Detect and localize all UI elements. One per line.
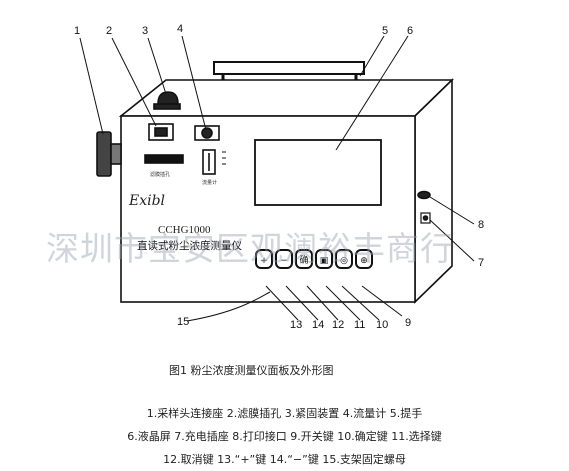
plus-key — [255, 249, 273, 269]
callout-10: 10 — [376, 319, 388, 331]
legend-line-2: 6.液晶屏 7.充电插座 8.打印接口 9.开关键 10.确定键 11.选择键 — [127, 430, 442, 443]
instrument-name: 直读式粉尘浓度测量仪 — [137, 239, 242, 252]
filter-slot-label: 滤膜插孔 — [150, 171, 170, 178]
callout-14: 14 — [312, 319, 324, 331]
instrument-body — [118, 78, 454, 304]
leader-lines — [79, 35, 475, 322]
keypad: + − 确 ▣ ◎ ⊕ — [255, 249, 373, 269]
figure-title: 图1 粉尘浓度测量仪面板及外形图 — [169, 364, 334, 377]
select-key-label: ▣ — [320, 256, 329, 266]
fastening-device — [153, 91, 181, 110]
filter-slot — [144, 123, 184, 164]
callout-5: 5 — [382, 25, 388, 37]
model-number: CCHG1000 — [158, 224, 211, 236]
plus-key-label: + — [260, 256, 268, 266]
sampling-head-connector — [96, 131, 122, 177]
power-key — [355, 249, 373, 269]
callout-3: 3 — [142, 25, 148, 37]
power-key-label: ⊕ — [360, 256, 368, 266]
lcd-screen — [254, 139, 382, 206]
callout-1: 1 — [74, 25, 80, 37]
minus-key-label: − — [280, 256, 288, 266]
callout-15: 15 — [177, 316, 189, 328]
print-port — [417, 190, 431, 200]
flow-meter — [194, 125, 226, 175]
charging-socket-pin — [422, 215, 429, 221]
confirm-key-label: ◎ — [340, 256, 348, 266]
watermark: 深圳市宝安区观澜裕丰商行 — [46, 229, 454, 268]
callout-7: 7 — [478, 257, 484, 269]
select-key — [315, 249, 333, 269]
callout-9: 9 — [405, 317, 411, 329]
legend-line-3: 12.取消键 13.“+”键 14.“−”键 15.支架固定螺母 — [163, 453, 406, 466]
callout-4: 4 — [177, 23, 183, 35]
flow-meter-label: 流量计 — [202, 179, 217, 186]
brand-logo: Exibl — [128, 193, 165, 209]
callout-12: 12 — [332, 319, 344, 331]
legend-line-1: 1.采样头连接座 2.滤膜插孔 3.紧固装置 4.流量计 5.提手 — [146, 407, 423, 420]
cancel-key-label: 确 — [299, 254, 308, 266]
callout-8: 8 — [478, 219, 484, 231]
callout-13: 13 — [290, 319, 302, 331]
callout-11: 11 — [354, 319, 365, 331]
cancel-key — [295, 249, 313, 269]
callout-6: 6 — [407, 25, 413, 37]
minus-key — [275, 249, 293, 269]
confirm-key — [335, 249, 353, 269]
callout-2: 2 — [106, 25, 112, 37]
